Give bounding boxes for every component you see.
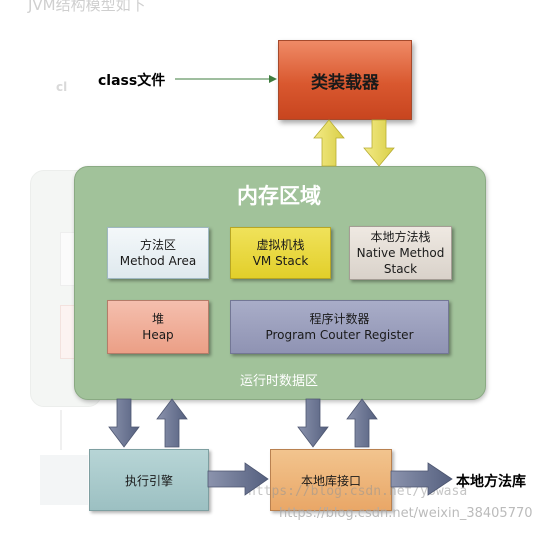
program-counter-en: Program Couter Register xyxy=(265,328,414,342)
native-library-label: 本地方法库 xyxy=(456,474,526,490)
background-header-text: JVM结构模型如下 xyxy=(28,0,146,14)
ghost-box xyxy=(40,455,88,505)
exec-to-memory-arrow xyxy=(156,398,188,448)
class-file-label: class文件 xyxy=(98,73,166,89)
program-counter-zh: 程序计数器 xyxy=(309,312,370,326)
native-method-stack-box: 本地方法栈 Native Method Stack xyxy=(349,226,452,280)
native-method-stack-zh: 本地方法栈 xyxy=(370,230,431,244)
native-interface-label: 本地库接口 xyxy=(300,473,361,488)
native-if-to-memory-arrow xyxy=(346,398,378,448)
native-method-stack-en2: Stack xyxy=(383,262,418,276)
method-area-box: 方法区 Method Area xyxy=(107,227,209,279)
class-loader-label: 类装载器 xyxy=(311,72,379,93)
native-interface-box: 本地库接口 xyxy=(270,449,392,511)
ghost-line xyxy=(60,410,62,450)
runtime-data-area-label: 运行时数据区 xyxy=(239,374,318,389)
execution-engine-label: 执行引擎 xyxy=(124,473,173,488)
method-area-en: Method Area xyxy=(119,254,197,268)
watermark-line-2: https://blog.csdn.net/weixin_38405770 xyxy=(279,506,533,521)
memory-to-native-if-arrow xyxy=(297,398,329,448)
memory-to-exec-arrow xyxy=(108,398,140,448)
heap-zh: 堆 xyxy=(151,312,164,326)
heap-box: 堆 Heap xyxy=(107,300,209,354)
vm-stack-en: VM Stack xyxy=(252,254,309,268)
native-method-stack-en1: Native Method xyxy=(356,246,445,260)
watermark-line-1: https://blog.csdn.net/yowasa xyxy=(248,484,468,499)
program-counter-box: 程序计数器 Program Couter Register xyxy=(230,300,449,354)
memory-area-panel xyxy=(74,166,486,400)
vm-stack-zh: 虚拟机栈 xyxy=(256,238,305,252)
loader-to-memory-arrow xyxy=(363,119,395,167)
memory-to-loader-arrow xyxy=(313,119,345,167)
class-loader-box: 类装载器 xyxy=(278,40,412,120)
method-area-zh: 方法区 xyxy=(139,238,176,252)
vm-stack-box: 虚拟机栈 VM Stack xyxy=(230,227,331,279)
heap-en: Heap xyxy=(142,328,174,342)
background-cl-text: cl xyxy=(56,80,68,94)
execution-engine-box: 执行引擎 xyxy=(89,449,209,511)
memory-area-title: 内存区域 xyxy=(237,184,321,208)
